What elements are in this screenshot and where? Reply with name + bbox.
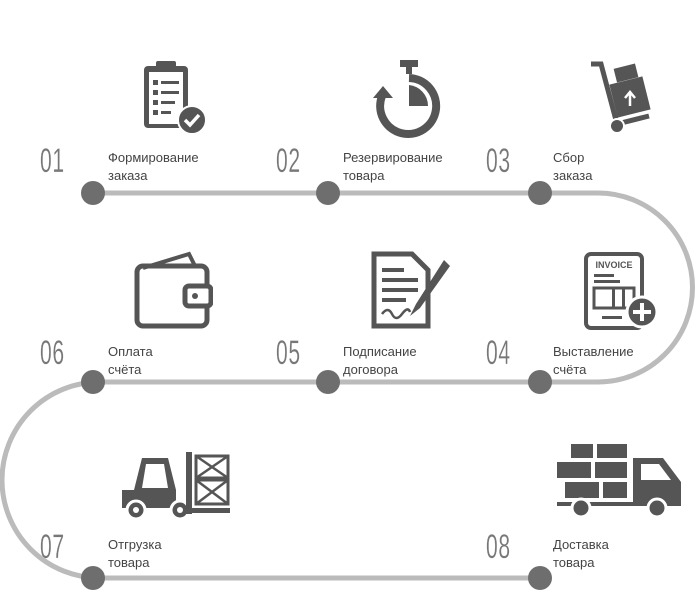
label-line: заказа	[108, 168, 148, 183]
step-label: Оплата счёта	[108, 343, 153, 379]
step-label: Отгрузка товара	[108, 536, 162, 572]
label-line: Оплата	[108, 344, 153, 359]
forklift-icon	[122, 452, 230, 521]
step-dot-05	[316, 370, 340, 394]
step-dot-02	[316, 181, 340, 205]
step-label: Доставка товара	[553, 536, 609, 572]
label-line: Выставление	[553, 344, 634, 359]
step-number: 02	[276, 142, 301, 180]
label-line: счёта	[108, 362, 142, 377]
step-dot-01	[81, 181, 105, 205]
step-dot-03	[528, 181, 552, 205]
invoice-icon-text: INVOICE	[595, 260, 632, 270]
label-line: товара	[108, 555, 150, 570]
label-line: договора	[343, 362, 398, 377]
hand-truck-icon	[591, 61, 651, 134]
stopwatch-icon	[373, 60, 441, 138]
label-line: Доставка	[553, 537, 609, 552]
label-line: товара	[343, 168, 385, 183]
step-number: 06	[40, 334, 65, 372]
contract-sign-icon	[371, 251, 450, 329]
step-label: Подписание договора	[343, 343, 417, 379]
step-label: Выставление счёта	[553, 343, 634, 379]
step-number: 03	[486, 142, 511, 180]
step-dot-08	[528, 566, 552, 590]
label-line: Формирование	[108, 150, 199, 165]
step-dot-07	[81, 566, 105, 590]
step-number: 04	[486, 334, 511, 372]
step-number: 07	[40, 528, 65, 566]
label-line: Резервирование	[343, 150, 443, 165]
step-number: 05	[276, 334, 301, 372]
step-label: Сбор заказа	[553, 149, 592, 185]
clipboard-check-icon	[144, 61, 207, 134]
step-label: Формирование заказа	[108, 149, 199, 185]
delivery-truck-icon	[557, 444, 681, 519]
wallet-icon	[134, 251, 213, 329]
label-line: товара	[553, 555, 595, 570]
step-dot-06	[81, 370, 105, 394]
step-dot-04	[528, 370, 552, 394]
step-number: 01	[40, 142, 65, 180]
label-line: Подписание	[343, 344, 417, 359]
invoice-icon: INVOICE	[584, 252, 659, 330]
step-number: 08	[486, 528, 511, 566]
label-line: Отгрузка	[108, 537, 162, 552]
step-label: Резервирование товара	[343, 149, 443, 185]
label-line: Сбор	[553, 150, 585, 165]
label-line: счёта	[553, 362, 587, 377]
label-line: заказа	[553, 168, 593, 183]
